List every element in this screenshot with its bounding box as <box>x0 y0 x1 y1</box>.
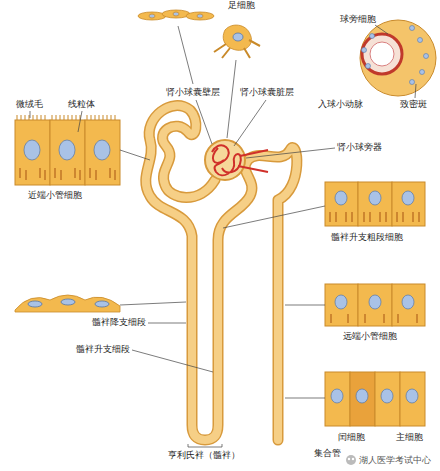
part-label: 远端小管细胞 <box>343 331 397 342</box>
part-label: 肾小球囊壁层 <box>166 87 220 98</box>
part-label: 线粒体 <box>68 99 95 110</box>
part-label: 微绒毛 <box>16 99 43 110</box>
collecting-duct-cells <box>325 372 425 426</box>
part-label: 集合管 <box>314 448 341 459</box>
part-label: 亨利氏袢（髓袢） <box>168 450 240 461</box>
thick-ascending-cells <box>325 182 425 226</box>
glomerulus <box>205 140 268 180</box>
watermark-icon <box>346 455 356 465</box>
part-label: 主细胞 <box>396 432 423 443</box>
part-label: 肾小球囊脏层 <box>240 87 294 98</box>
proximal-tubule-cells <box>15 115 120 185</box>
part-label: 致密斑 <box>400 99 427 110</box>
nephron-tubule <box>146 106 297 440</box>
leader-lines <box>30 25 416 447</box>
part-label: 球旁细胞 <box>340 14 376 25</box>
juxtaglomerular-apparatus <box>360 20 436 96</box>
thin-limb-cells <box>15 295 120 312</box>
parietal-cells <box>138 10 214 20</box>
part-label: 肾小球旁器 <box>337 142 382 153</box>
podocyte <box>214 25 260 58</box>
watermark: 湖人医学考试中心 <box>359 455 431 466</box>
part-label: 足细胞 <box>228 0 255 11</box>
part-label: 闰细胞 <box>338 432 365 443</box>
distal-tubule-cells <box>325 284 425 326</box>
part-label: 髓袢升支粗段细胞 <box>331 232 403 243</box>
part-label: 入球小动脉 <box>318 99 363 110</box>
part-label: 髓袢降支细段 <box>92 317 146 328</box>
part-label: 近端小管细胞 <box>28 190 82 201</box>
part-label: 髓袢升支细段 <box>76 344 130 355</box>
